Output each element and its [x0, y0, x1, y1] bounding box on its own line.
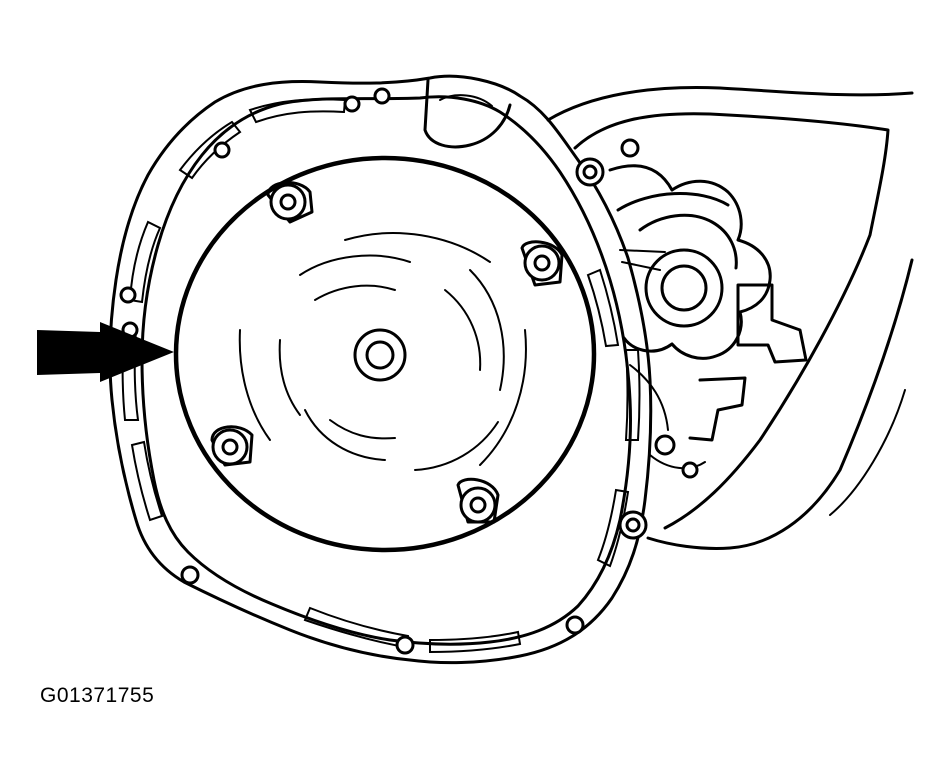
- converter-lug-right: [520, 240, 564, 287]
- torque-converter: [173, 155, 597, 553]
- pointer-arrow-icon: [37, 322, 174, 382]
- converter-lug-top-left: [266, 181, 314, 224]
- converter-outer-ring: [173, 155, 597, 553]
- figure-code: G01371755: [40, 684, 155, 707]
- bell-housing: [108, 74, 653, 665]
- converter-lug-bottom-left: [210, 425, 254, 467]
- converter-lug-bottom-right: [456, 477, 500, 524]
- engine-block: [546, 86, 914, 550]
